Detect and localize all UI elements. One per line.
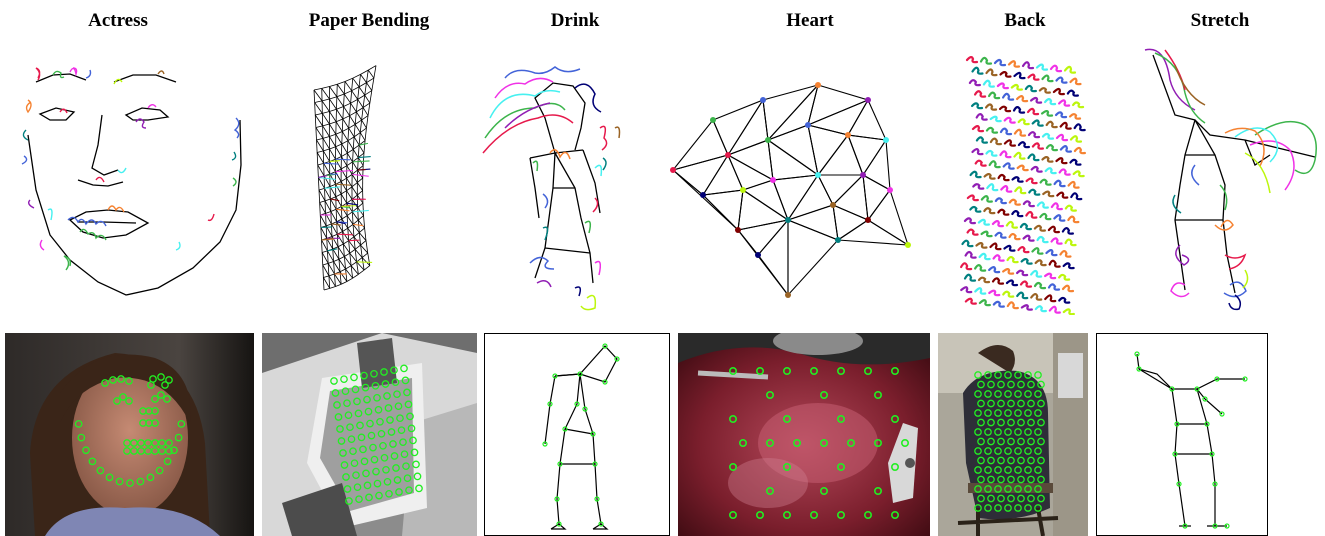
actress-nose-bottom (77, 179, 124, 187)
paper-bending-reconstruction-plot (296, 60, 406, 305)
actress-right-eyebrow (113, 74, 177, 83)
stretch-trajectories (1144, 48, 1317, 311)
drink-reconstruction-plot (475, 58, 640, 320)
actress-reconstruction-plot (8, 60, 258, 305)
actress-jaw-line (27, 119, 242, 296)
stretch-frame-skeleton (1096, 333, 1268, 536)
back-frame-image (938, 333, 1088, 536)
drink-skeleton (529, 82, 601, 284)
heart-frame-image (678, 333, 930, 536)
paper-bending-frame-image (262, 333, 477, 536)
actress-mouth-outer (68, 209, 150, 239)
stretch-reconstruction-plot (1135, 45, 1325, 320)
title-drink: Drink (550, 10, 600, 31)
actress-right-eye (124, 107, 170, 121)
title-back: Back (1004, 10, 1046, 31)
back-reconstruction-plot (955, 45, 1095, 315)
actress-frame-image (5, 333, 254, 536)
drink-trajectories (482, 66, 621, 311)
actress-left-eyebrow (35, 73, 87, 83)
title-paper-bending: Paper Bending (308, 10, 430, 31)
actress-nose (91, 114, 119, 176)
heart-reconstruction-plot (668, 80, 928, 305)
title-actress: Actress (88, 10, 148, 31)
title-heart: Heart (786, 10, 834, 31)
actress-left-eye (38, 107, 76, 121)
title-stretch: Stretch (1190, 10, 1250, 31)
drink-frame-skeleton (484, 333, 670, 536)
actress-trajectories (21, 67, 240, 271)
